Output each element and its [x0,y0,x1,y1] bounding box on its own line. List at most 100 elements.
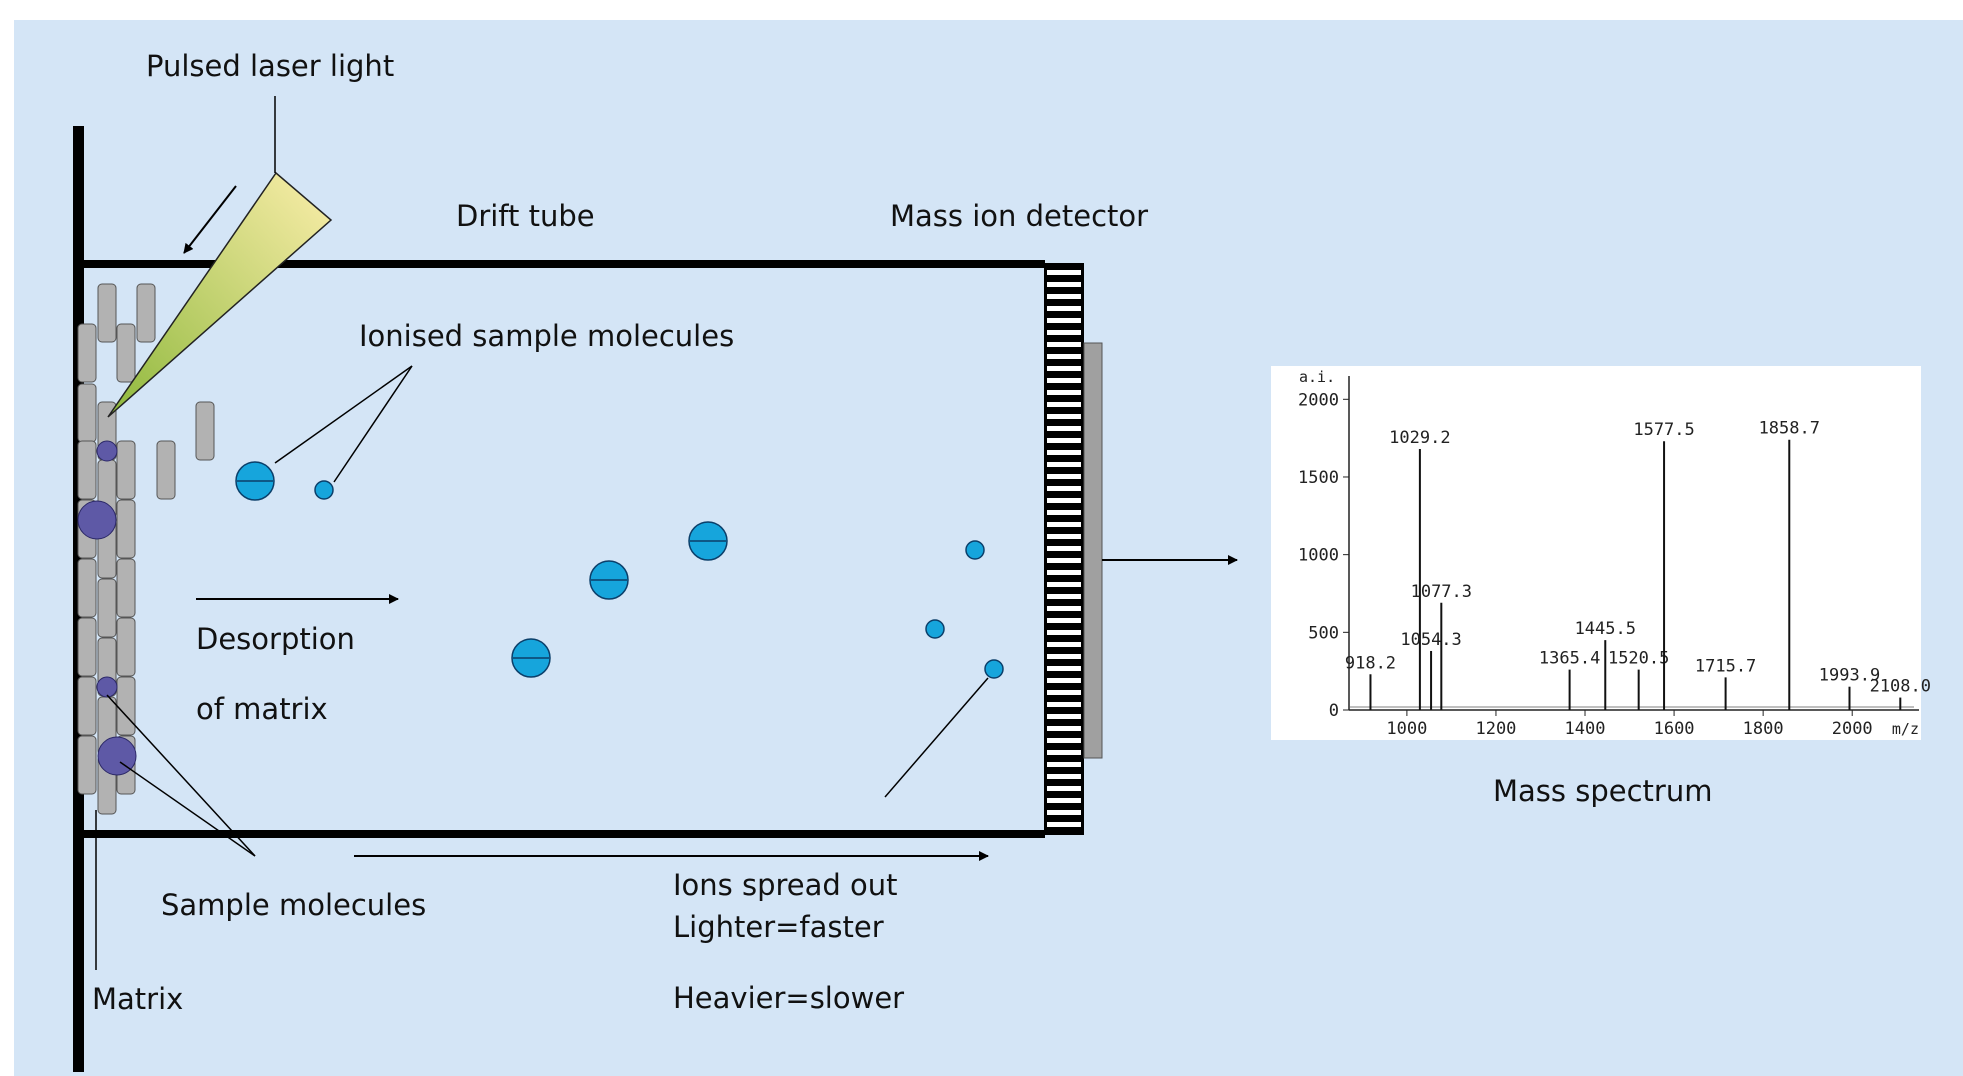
ion-small [314,480,334,500]
matrix-cell [77,440,97,500]
laser-direction-arrow [183,185,237,254]
detector-stripe [1047,810,1081,815]
y-tick-label: 1000 [1298,546,1339,566]
laser-beam [107,171,333,418]
detector-stripe [1047,594,1081,599]
peak-label: 1715.7 [1695,656,1756,676]
detector-stripe [1047,342,1081,347]
detector-stripe [1047,606,1081,611]
sample-molecules-label: Sample molecules [161,888,427,922]
ionised-leader-2 [333,365,413,483]
detector-stripe [1047,762,1081,767]
detector-stripe [1047,822,1081,827]
detector-stripe [1047,390,1081,395]
detector-stripe [1047,642,1081,647]
peak-label: 1054.3 [1400,630,1461,650]
matrix-crystals [77,283,215,815]
detector-stripe [1047,678,1081,683]
detector-stripe [1047,738,1081,743]
ions-spread-label-line1: Ions spread out [673,868,898,902]
detector-stripe [1047,510,1081,515]
peak-label: 1858.7 [1759,419,1820,439]
mass-detector-label: Mass ion detector [890,199,1149,233]
matrix-cell [116,440,136,500]
x-axis-label: m/z [1892,720,1919,738]
detector-stripe [1047,330,1081,335]
detector-stripe [1047,426,1081,431]
matrix-cell [195,401,215,461]
detector-stripe [1047,582,1081,587]
detector-stripe [1047,702,1081,707]
detector-stripe [1047,462,1081,467]
peak-label: 1445.5 [1575,619,1636,639]
sample-molecule [97,736,137,776]
pulsed-laser-label: Pulsed laser light [146,49,395,83]
peak-label: 1577.5 [1633,420,1694,440]
detector-plate [1083,342,1103,759]
peak-label: 2108.0 [1870,677,1931,697]
matrix-cell [77,323,97,383]
ions [235,461,1004,679]
y-tick-label: 1500 [1298,468,1339,488]
matrix-cell [77,558,97,618]
detector-stripe [1047,270,1081,275]
ion-small [925,619,945,639]
detector-stripe [1047,414,1081,419]
detector-stripe [1047,798,1081,803]
detector-stripes [1047,270,1081,827]
y-tick-label: 0 [1329,701,1339,721]
matrix-cell [156,440,176,500]
detector-stripe [1047,402,1081,407]
detector-stripe [1047,438,1081,443]
matrix-cell [136,283,156,343]
matrix-cell [77,735,97,795]
y-axis-label: a.i. [1299,368,1335,386]
desorption-label-line1: Desorption [196,622,355,656]
detector-stripe [1047,534,1081,539]
matrix-cell [116,323,136,383]
detector-stripe [1047,450,1081,455]
detector-stripe [1047,558,1081,563]
peak-label: 1993.9 [1819,666,1880,686]
x-tick-label: 1800 [1743,719,1784,739]
matrix-label: Matrix [92,982,184,1016]
matrix-cell [116,558,136,618]
detector-stripe [1047,714,1081,719]
peak-label: 918.2 [1345,653,1396,673]
sample-molecule [96,676,118,698]
detector-stripe [1047,570,1081,575]
ionised-leader-1 [274,365,413,464]
x-tick-label: 1200 [1475,719,1516,739]
ions-spread-label-line2: Lighter=faster [673,910,884,944]
detector-stripe [1047,774,1081,779]
drift-tube-bottom-wall [84,830,1045,838]
ions-spread-label-line3: Heavier=slower [673,981,905,1015]
sample-leader-2 [119,761,256,857]
detector-stripe [1047,630,1081,635]
detector-stripe [1047,786,1081,791]
detector-stripe [1047,474,1081,479]
matrix-cell [116,617,136,677]
detector-stripe [1047,498,1081,503]
matrix-cell [77,676,97,736]
drift-tube-top-wall [84,260,1045,268]
detector-stripe [1047,690,1081,695]
ion-spread-leader [884,677,989,798]
mass-spectrum-label: Mass spectrum [1493,774,1713,808]
detector-stripe [1047,750,1081,755]
sample-molecules [77,440,137,776]
leader-lines [95,365,989,970]
mass-ion-detector [1044,263,1103,835]
matrix-cell [77,383,97,443]
matrix-cell [97,578,117,638]
matrix-cell [77,617,97,677]
ion-small [965,540,985,560]
detector-stripe [1047,366,1081,371]
detector-stripe [1047,618,1081,623]
detector-stripe [1047,666,1081,671]
desorption-label-line2: of matrix [196,692,328,726]
ion-small [984,659,1004,679]
detector-stripe [1047,726,1081,731]
